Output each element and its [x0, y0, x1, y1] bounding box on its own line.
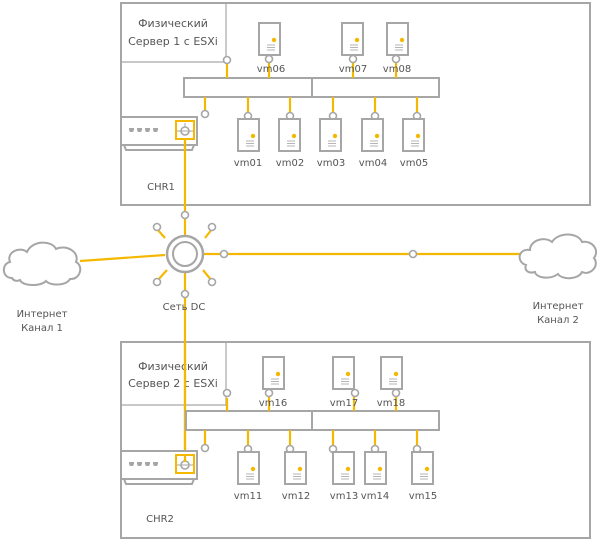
port-icon — [222, 388, 232, 398]
vm-vm17[interactable]: vm17 — [330, 356, 360, 409]
vm-vm07[interactable]: vm07 — [339, 22, 367, 75]
vm-vm01[interactable]: vm01 — [234, 111, 262, 170]
port-icon — [408, 249, 418, 259]
internet2-label-line1: Интернет — [533, 301, 584, 312]
vm-label: vm03 — [317, 158, 345, 169]
server1-title-line1: Физический — [138, 17, 208, 30]
vm-vm04[interactable]: vm04 — [359, 111, 387, 170]
vm-label: vm06 — [257, 64, 285, 75]
internet-cloud-1[interactable] — [2, 241, 82, 286]
vm-vm18[interactable]: vm18 — [377, 356, 405, 409]
internet1-label-line1: Интернет — [17, 309, 68, 320]
vm-vm16[interactable]: vm16 — [259, 356, 287, 409]
vm-label: vm05 — [400, 158, 428, 169]
router-label-chr1: CHR1 — [147, 182, 175, 193]
vm-vm13[interactable]: vm13 — [328, 444, 359, 503]
internet-cloud-2[interactable] — [518, 233, 598, 280]
vm-label: vm08 — [383, 64, 411, 75]
vm-vm12[interactable]: vm12 — [282, 444, 310, 503]
dc-network-label: Сеть DC — [163, 302, 206, 313]
vm-label: vm16 — [259, 398, 287, 409]
vm-label: vm02 — [276, 158, 304, 169]
port-icon — [200, 443, 210, 453]
vm-label: vm11 — [234, 491, 262, 502]
vm-label: vm18 — [377, 398, 405, 409]
vm-vm03[interactable]: vm03 — [317, 111, 345, 170]
server2-vswitch — [185, 410, 440, 431]
vm-vm15[interactable]: vm15 — [409, 444, 437, 503]
vm-label: vm15 — [409, 491, 437, 502]
vm-vm14[interactable]: vm14 — [361, 444, 389, 503]
vm-vm11[interactable]: vm11 — [234, 444, 262, 503]
internet1-label-line2: Канал 1 — [21, 323, 63, 334]
internet2-label-line2: Канал 2 — [537, 315, 579, 326]
server2-title-line1: Физический — [138, 360, 208, 373]
vm-label: vm17 — [330, 398, 358, 409]
port-icon — [222, 55, 232, 65]
vm-vm05[interactable]: vm05 — [400, 111, 428, 170]
server2-title-line2: Сервер 2 с ESXi — [128, 377, 218, 390]
vm-label: vm12 — [282, 491, 310, 502]
port-icon — [200, 109, 210, 119]
vm-label: vm13 — [330, 491, 358, 502]
vm-vm08[interactable]: vm08 — [383, 22, 411, 75]
vm-label: vm01 — [234, 158, 262, 169]
vm-vm02[interactable]: vm02 — [276, 111, 304, 170]
dc-network-hub[interactable] — [152, 210, 229, 299]
vm-label: vm04 — [359, 158, 387, 169]
vm-vm06[interactable]: vm06 — [257, 22, 285, 75]
vm-label: vm07 — [339, 64, 367, 75]
server1-vswitch — [183, 77, 440, 98]
server1-title-line2: Сервер 1 с ESXi — [128, 35, 218, 48]
router-label-chr2: CHR2 — [146, 514, 174, 525]
vm-label: vm14 — [361, 491, 389, 502]
